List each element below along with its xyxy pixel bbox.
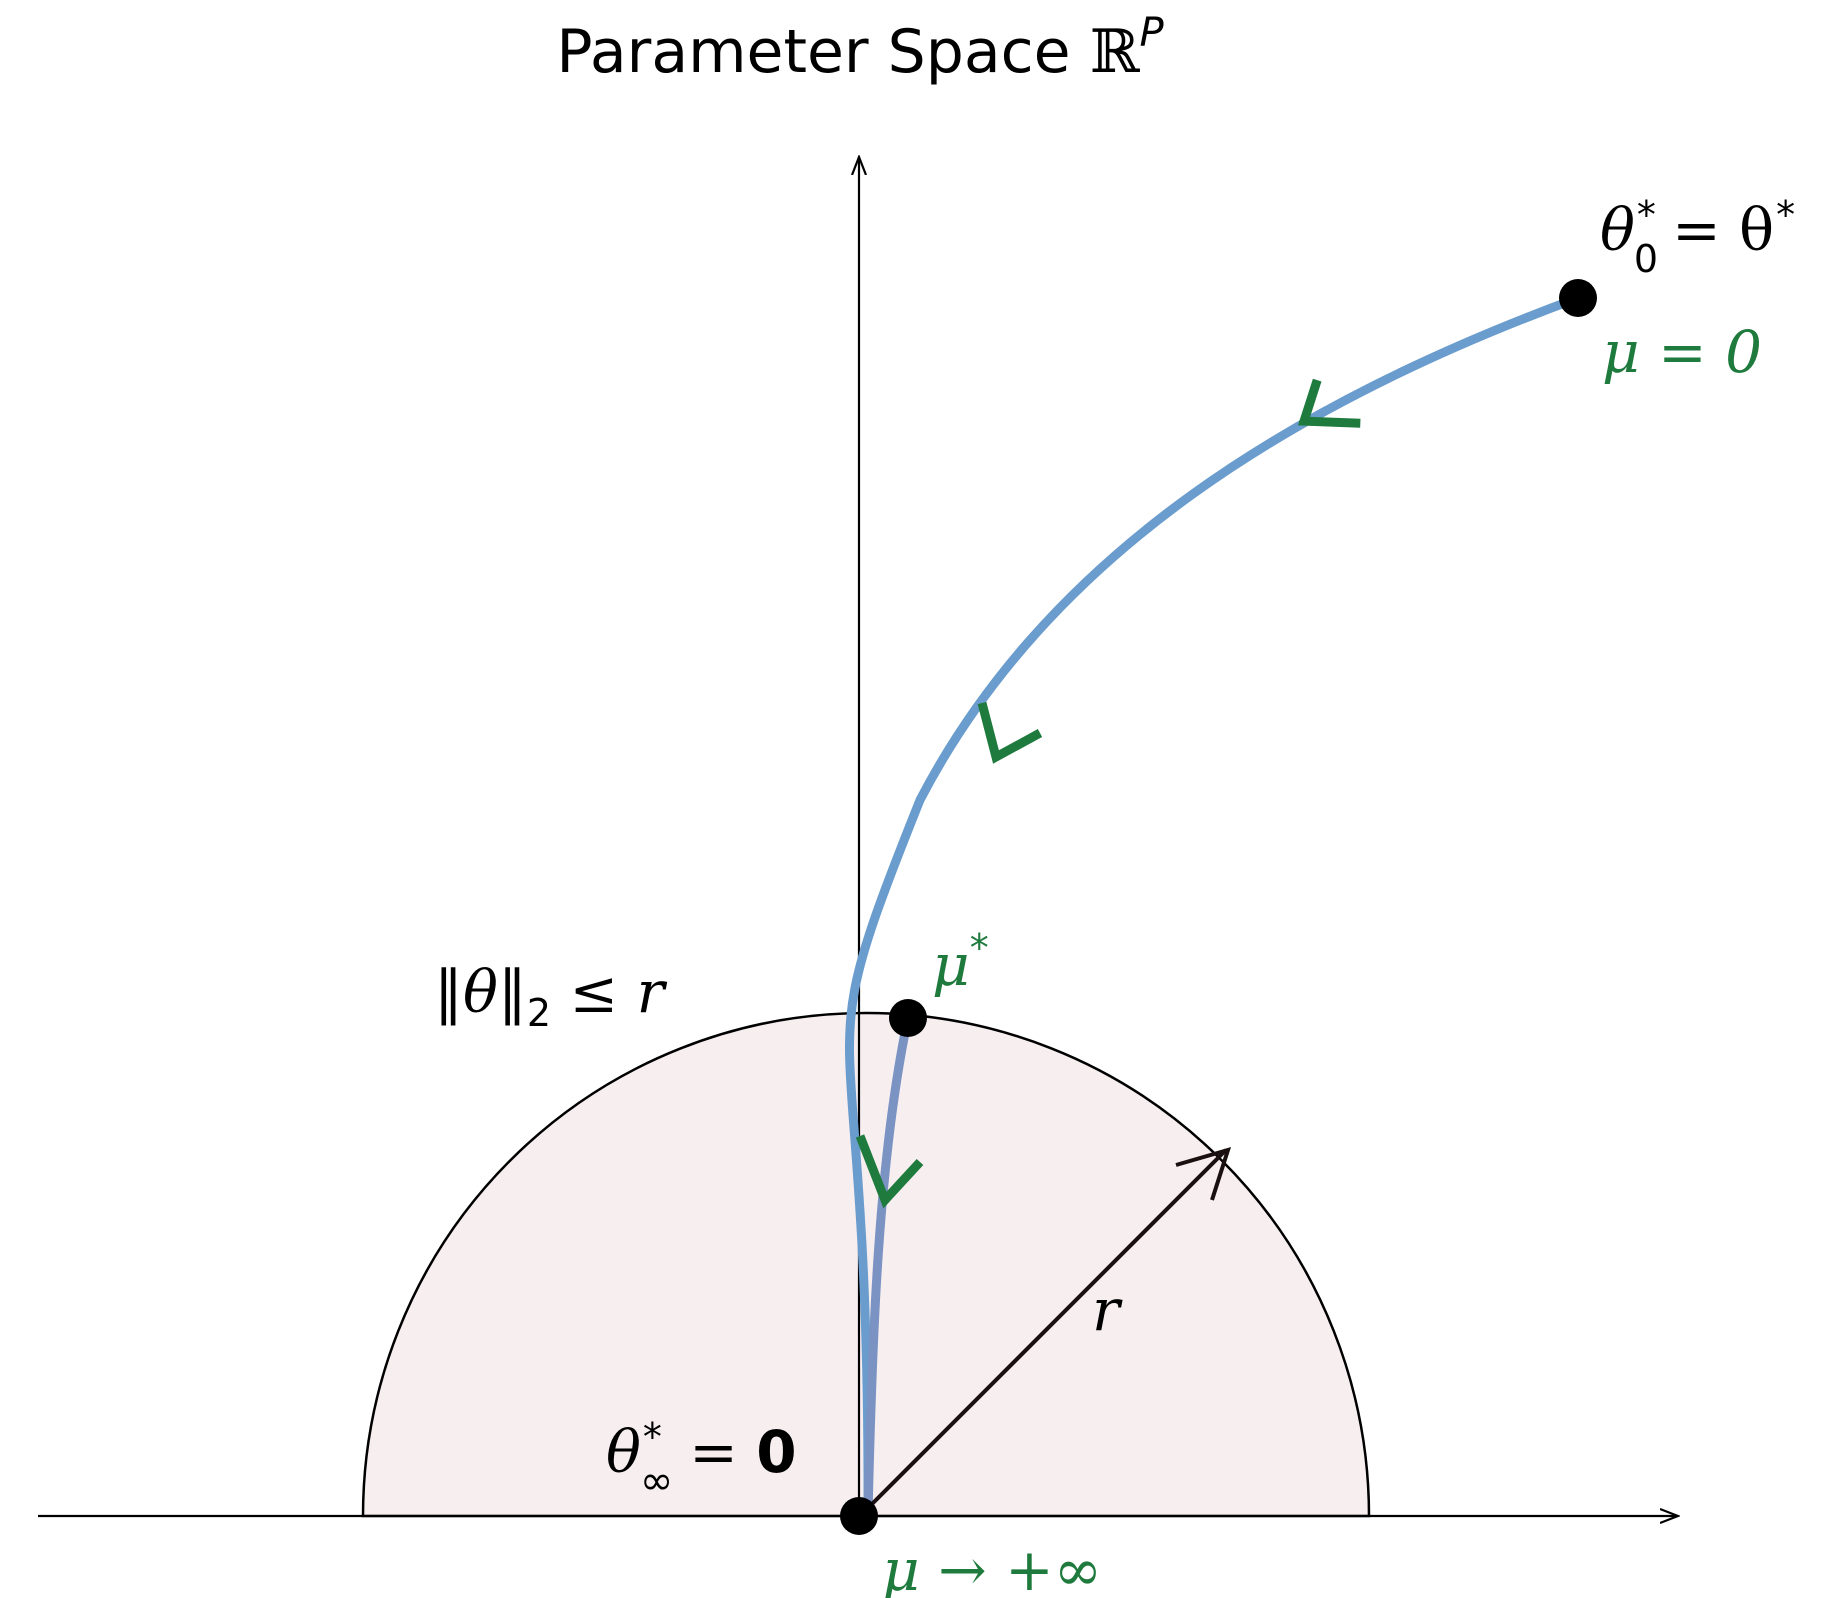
label-mu-infinity: μ → +∞ xyxy=(882,1536,1102,1598)
figure-title: Parameter Space ℝP xyxy=(556,10,1164,87)
title-real-symbol: ℝ xyxy=(1090,17,1141,87)
radius-arrowhead xyxy=(1175,1147,1232,1201)
label-radius: r xyxy=(1092,1276,1123,1344)
title-superscript: P xyxy=(1139,10,1164,56)
label-theta-inf: θ*∞= 0 xyxy=(606,1415,797,1504)
point-origin xyxy=(840,1497,878,1535)
chevron-down-icon xyxy=(855,1134,924,1209)
label-constraint: ‖θ‖2 ≤ r xyxy=(434,958,668,1035)
point-mu-star xyxy=(889,999,927,1037)
label-mu-star: μ* xyxy=(932,926,989,999)
label-theta-zero: θ*0= θ* xyxy=(1600,193,1795,281)
title-text: Parameter Space xyxy=(556,17,1089,87)
point-theta-zero xyxy=(1559,279,1597,317)
regularization-path-inside-ball xyxy=(863,1013,913,1521)
chevron-down-icon xyxy=(977,701,1043,764)
radius-arrow xyxy=(864,1148,1228,1512)
label-mu-zero: μ = 0 xyxy=(1602,318,1762,386)
chevron-down-icon xyxy=(1297,378,1361,428)
